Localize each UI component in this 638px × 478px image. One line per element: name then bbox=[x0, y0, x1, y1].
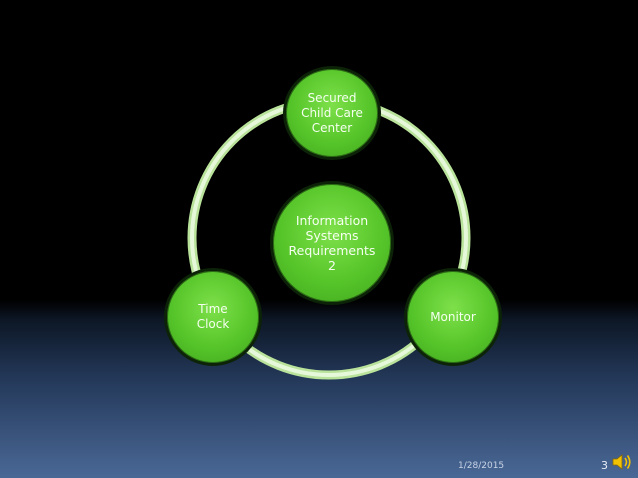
right-node-label: Monitor bbox=[430, 309, 476, 324]
node-monitor[interactable]: Monitor bbox=[404, 268, 502, 366]
left-node-label: Time Clock bbox=[196, 302, 230, 331]
top-node-label: Secured Child Care Center bbox=[301, 90, 363, 135]
center-node-label: Information Systems Requirements 2 bbox=[288, 213, 376, 273]
speaker-icon[interactable] bbox=[611, 452, 633, 472]
slide-page-number: 3 bbox=[601, 459, 608, 472]
slide-date: 1/28/2015 bbox=[458, 461, 505, 471]
center-node-information-systems[interactable]: Information Systems Requirements 2 bbox=[270, 181, 394, 305]
node-secured-child-care-center[interactable]: Secured Child Care Center bbox=[283, 66, 381, 160]
node-time-clock[interactable]: Time Clock bbox=[164, 268, 262, 366]
